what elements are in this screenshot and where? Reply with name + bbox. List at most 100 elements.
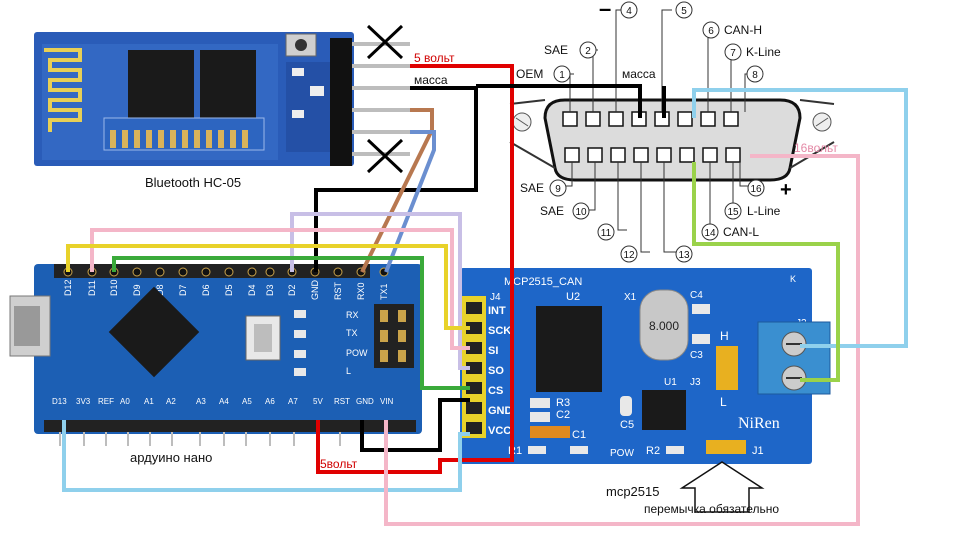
wire-5v-red xyxy=(316,64,514,474)
obd-pin-4 xyxy=(620,1,638,19)
obd-pin-1-label: OEM xyxy=(516,67,543,81)
obd-pin-10-num: 10 xyxy=(575,207,587,218)
mcp-u2-label: U2 xyxy=(566,291,580,303)
mcp-pin-cs: CS xyxy=(488,385,503,397)
mcp-h-label: H xyxy=(720,329,729,343)
obd-pin-5-num: 5 xyxy=(681,6,687,17)
led-tx-label: TX xyxy=(346,328,358,338)
mcp-caption: mcp2515 xyxy=(606,484,659,499)
mcp-c4-label: C4 xyxy=(690,290,703,301)
mcp-pin-vcc: VCC xyxy=(488,425,511,437)
obd-pin-6 xyxy=(702,21,720,39)
obd-pin-4-num: 4 xyxy=(626,6,632,17)
arduino-pin-a1: A1 xyxy=(144,397,154,406)
mcp-c3-label: C3 xyxy=(690,350,703,361)
arduino-pin-vin: VIN xyxy=(380,397,394,406)
obd-pin-14 xyxy=(701,223,719,241)
obd-pin-8-num: 8 xyxy=(752,70,758,81)
arduino-pin-gnd-top: GND xyxy=(310,280,320,301)
obd-pin-13 xyxy=(675,245,693,263)
obd-pin-2 xyxy=(579,41,597,59)
arduino-pin-d13: D13 xyxy=(52,397,67,406)
obd-pin-11-num: 11 xyxy=(601,228,612,239)
atmega-chip xyxy=(108,286,200,378)
arduino-pin-a6: A6 xyxy=(265,397,275,406)
obd-minus-sign: – xyxy=(599,0,611,21)
wire-pink-16v xyxy=(384,154,860,526)
bluetooth-module: Bluetooth HC-05 xyxy=(34,24,410,190)
mcp-pin-si: SI xyxy=(488,345,498,357)
mcp-k-mark: K xyxy=(790,274,796,284)
mcp2515-chip xyxy=(536,306,602,392)
obd-ground-label: масса xyxy=(622,67,656,81)
arduino-pin-rx0: RX0 xyxy=(356,282,366,300)
obd-pin-16-num: 16 xyxy=(750,184,762,195)
obd-pin-14-label: CAN-L xyxy=(723,225,759,239)
arduino-pin-d5: D5 xyxy=(224,284,234,296)
mcp-pin-gnd: GND xyxy=(488,405,513,417)
led-l-label: L xyxy=(346,366,351,376)
obd-pin-15 xyxy=(724,202,742,220)
arduino-pin-d9: D9 xyxy=(132,284,142,296)
bt-pin-header xyxy=(330,38,352,166)
mcp-pin-so: SO xyxy=(488,365,504,377)
arduino-pin-d7: D7 xyxy=(178,284,188,296)
obd-pin-16 xyxy=(747,179,765,197)
obd-pin-13-num: 13 xyxy=(678,250,690,261)
obd-pin-7-num: 7 xyxy=(730,48,736,59)
obd-body xyxy=(543,98,802,182)
arduino-pin-d10: D10 xyxy=(109,279,119,296)
wire-can-h xyxy=(692,88,908,348)
arduino-pin-rst-top: RST xyxy=(333,281,343,300)
wire-blue-tx xyxy=(384,130,436,273)
mcp-r3-label: R3 xyxy=(556,397,570,409)
wire-gnd-bt xyxy=(314,86,478,272)
j3-jumper xyxy=(716,346,738,390)
unused-pin-x-bottom xyxy=(366,138,404,174)
obd-pin-12 xyxy=(620,245,638,263)
wire-can-l xyxy=(692,162,840,382)
arduino-pin-a0: A0 xyxy=(120,397,130,406)
mcp-j4-label: J4 xyxy=(490,292,501,303)
obd-pin-6-label: CAN-H xyxy=(724,23,762,37)
arduino-board xyxy=(34,264,422,434)
obd-pin-9 xyxy=(549,179,567,197)
wire-5v-bottom-label: 5вольт xyxy=(320,457,358,471)
mcp-pow-label: POW xyxy=(610,448,634,459)
mcp-c5-label: C5 xyxy=(620,419,634,431)
obd-pin-10 xyxy=(572,202,590,220)
wire-ground-label: масса xyxy=(414,73,448,87)
wire-brown-rx xyxy=(360,108,434,273)
arduino-pin-d4: D4 xyxy=(247,284,257,296)
arduino-pin-5v: 5V xyxy=(313,397,323,406)
wire-yellow-d12 xyxy=(66,244,470,330)
wires xyxy=(62,64,908,526)
wire-lightblue-d13 xyxy=(62,420,470,492)
mcp-u1-label: U1 xyxy=(664,377,677,388)
arduino-pin-d3: D3 xyxy=(265,284,275,296)
led-rx-label: RX xyxy=(346,310,359,320)
wire-gnd-mcp xyxy=(360,398,470,452)
arduino-pin-d12: D12 xyxy=(63,279,73,296)
arduino-pin-ref: REF xyxy=(98,397,114,406)
mcp-l-label: L xyxy=(720,395,727,409)
obd-pin-10-label: SAE xyxy=(540,204,564,218)
arduino-pin-d8: D8 xyxy=(155,284,165,296)
antenna-trace xyxy=(44,48,82,132)
mcp-j3-label: J3 xyxy=(690,377,701,388)
mcp-pin-int: INT xyxy=(488,305,506,317)
wire-16v-label: 16вольт xyxy=(794,141,838,155)
obd-pin-15-label: L-Line xyxy=(747,204,781,218)
obd-pin-15-num: 15 xyxy=(727,207,739,218)
arduino-pin-d11: D11 xyxy=(87,280,97,296)
obd-pin-14-num: 14 xyxy=(704,228,716,239)
obd-pin-1-num: 1 xyxy=(559,70,565,81)
mcp-r2-label: R2 xyxy=(646,445,660,457)
arduino-pin-d6: D6 xyxy=(201,284,211,296)
obd-pin-12-num: 12 xyxy=(623,250,635,261)
obd-pin-6-num: 6 xyxy=(708,26,714,37)
arduino-pin-a2: A2 xyxy=(166,397,176,406)
mcp-x1-label: X1 xyxy=(624,292,637,303)
bt-chip-main xyxy=(128,50,194,118)
